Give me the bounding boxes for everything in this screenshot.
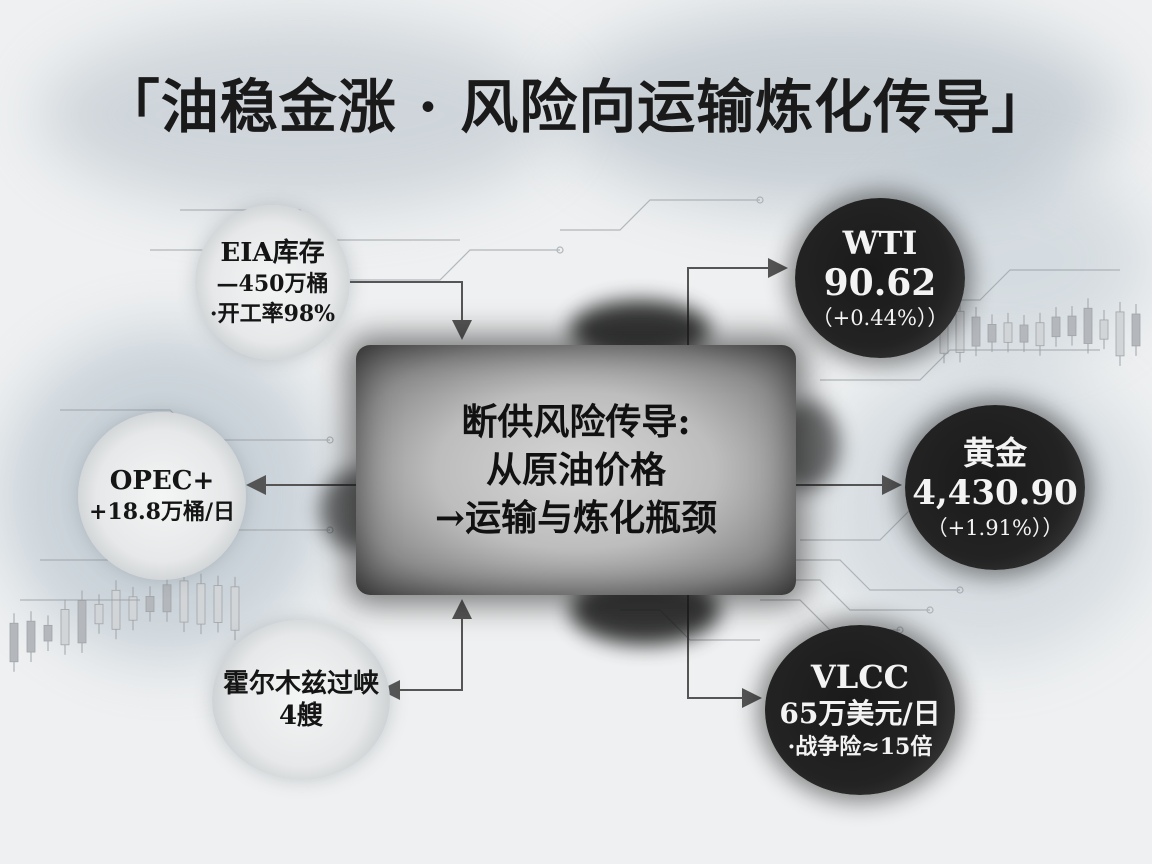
center-line-3: →运输与炼化瓶颈 bbox=[434, 497, 718, 539]
node-opec-value: +18.8万桶/日 bbox=[88, 499, 236, 525]
node-hormuz-title: 霍尔木兹过峡 bbox=[222, 669, 379, 699]
candle-body bbox=[94, 603, 104, 625]
candle-body bbox=[1019, 324, 1029, 343]
node-hormuz-value: 4艘 bbox=[278, 701, 324, 731]
candle-body bbox=[1099, 319, 1109, 340]
node-eia: EIA库存 —450万桶 ·开工率98% bbox=[195, 205, 350, 360]
candle-body bbox=[1067, 315, 1077, 337]
candle-body bbox=[230, 586, 240, 631]
candle-body bbox=[1083, 307, 1093, 344]
candle-body bbox=[145, 596, 155, 613]
candle-body bbox=[179, 580, 189, 623]
node-hormuz: 霍尔木兹过峡 4艘 bbox=[212, 620, 390, 780]
candle-body bbox=[60, 609, 70, 646]
candle-body bbox=[955, 310, 965, 353]
candle-body bbox=[77, 600, 87, 644]
node-wti: WTI 90.62 （+0.44%）） bbox=[795, 198, 965, 358]
candle-body bbox=[1131, 313, 1141, 347]
node-eia-rate: ·开工率98% bbox=[209, 300, 336, 327]
node-gold: 黄金 4,430.90 （+1.91%）） bbox=[905, 405, 1085, 570]
node-vlcc-rate: 65万美元/日 bbox=[779, 697, 941, 730]
candle-body bbox=[196, 583, 206, 625]
center-line-1: 断供风险传导: bbox=[461, 401, 691, 443]
candle-body bbox=[213, 585, 223, 623]
node-vlcc-insurance: ·战争险≈15倍 bbox=[787, 734, 933, 760]
candlestick-decoration-right bbox=[939, 298, 1141, 366]
arrow-icon-eia-to-center bbox=[345, 281, 472, 340]
center-line-2: 从原油价格 bbox=[485, 449, 666, 491]
candle-body bbox=[43, 624, 53, 642]
node-vlcc: VLCC 65万美元/日 ·战争险≈15倍 bbox=[765, 625, 955, 795]
candle-body bbox=[9, 622, 19, 663]
candle-body bbox=[1115, 311, 1125, 357]
node-gold-change: （+1.91%）） bbox=[926, 515, 1064, 540]
node-eia-title: EIA库存 bbox=[220, 237, 325, 268]
candlestick-decoration-left bbox=[9, 570, 240, 672]
arrow-icon-hormuz-to-center bbox=[398, 599, 472, 691]
candle-body bbox=[26, 620, 36, 653]
center-node: 断供风险传导: 从原油价格 →运输与炼化瓶颈 bbox=[356, 345, 796, 595]
node-wti-title: WTI bbox=[842, 224, 918, 262]
node-opec: OPEC+ +18.8万桶/日 bbox=[78, 412, 246, 580]
node-opec-title: OPEC+ bbox=[109, 466, 215, 496]
candle-body bbox=[987, 324, 997, 343]
node-wti-change: （+0.44%）） bbox=[811, 306, 949, 330]
candle-body bbox=[111, 589, 121, 630]
node-wti-price: 90.62 bbox=[823, 262, 937, 304]
page-title: 「油稳金涨 · 风险向运输炼化传导」 bbox=[101, 73, 1051, 141]
candle-body bbox=[971, 316, 981, 347]
node-gold-price: 4,430.90 bbox=[912, 472, 1078, 513]
candle-body bbox=[162, 584, 172, 613]
candle-body bbox=[1035, 322, 1045, 347]
candle-body bbox=[128, 596, 138, 621]
candle-body bbox=[1003, 322, 1013, 343]
node-gold-title: 黄金 bbox=[962, 433, 1027, 472]
candle-body bbox=[1051, 316, 1061, 338]
node-eia-value: —450万桶 bbox=[216, 270, 329, 297]
node-vlcc-title: VLCC bbox=[810, 658, 910, 696]
